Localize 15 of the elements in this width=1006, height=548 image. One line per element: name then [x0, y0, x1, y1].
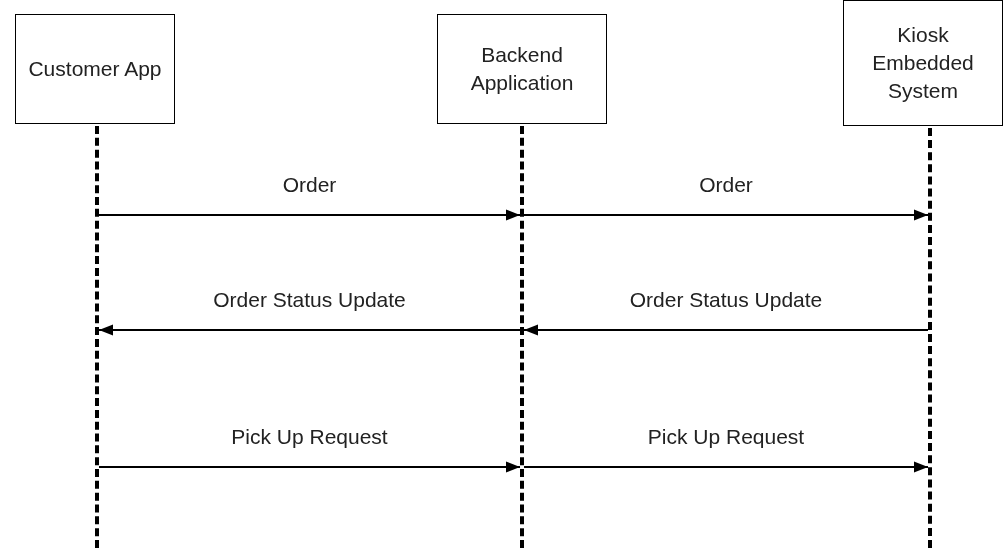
participant-name: Backend Application	[469, 42, 575, 96]
arrow	[523, 324, 929, 336]
lifeline	[95, 126, 99, 548]
participant-box	[843, 0, 1003, 126]
participant-box	[15, 14, 175, 124]
arrow	[98, 461, 521, 473]
participant-box	[437, 14, 607, 124]
arrow	[98, 209, 521, 221]
participant-name: Customer App	[28, 56, 162, 82]
arrow	[523, 209, 929, 221]
lifeline	[520, 126, 524, 548]
participant-name: Kiosk Embedded System	[871, 22, 975, 104]
arrow	[98, 324, 521, 336]
arrow	[523, 461, 929, 473]
lifeline	[928, 128, 932, 548]
